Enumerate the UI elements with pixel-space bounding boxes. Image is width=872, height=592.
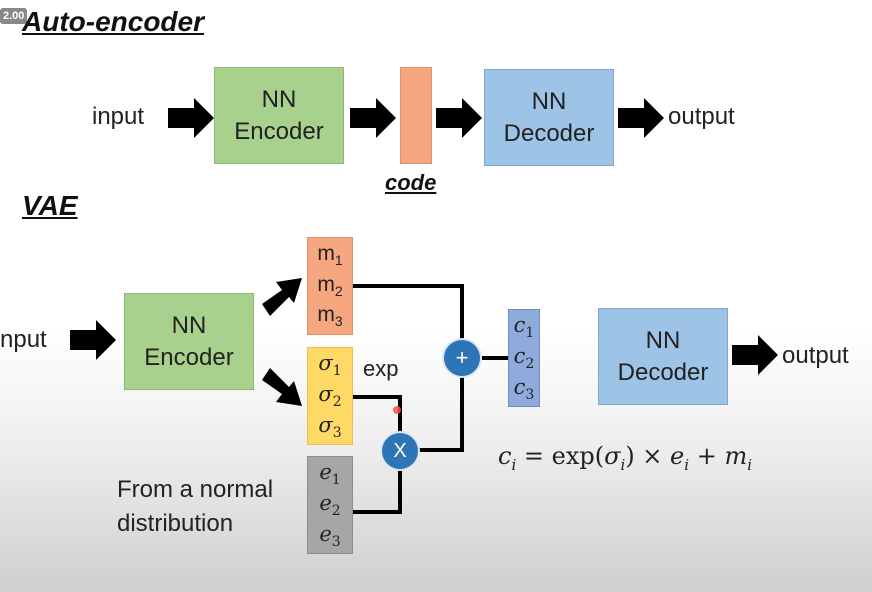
noise-2: e2 bbox=[319, 490, 341, 520]
ae-output-label: output bbox=[668, 103, 735, 130]
latent-2: c2 bbox=[513, 343, 535, 373]
normal-line1: From a normal bbox=[117, 476, 274, 503]
ae-decoder-line2: Decoder bbox=[503, 119, 595, 147]
vae-arrow-to-sigma bbox=[262, 368, 302, 406]
mean-3: m3 bbox=[317, 303, 343, 330]
line-sigma-to-times bbox=[353, 395, 402, 432]
ae-arrow-encoder-code bbox=[350, 98, 396, 138]
vae-arrow-to-mean bbox=[262, 278, 302, 316]
vae-decoder-box: NN Decoder bbox=[598, 308, 728, 405]
normal-line2: distribution bbox=[117, 510, 234, 537]
ae-code-bar bbox=[400, 67, 432, 164]
vae-decoder-line2: Decoder bbox=[617, 358, 709, 386]
times-operator: X bbox=[380, 431, 420, 471]
noise-stack: e1 e2 e3 bbox=[307, 456, 353, 554]
latent-3: c3 bbox=[513, 374, 535, 404]
noise-1: e1 bbox=[319, 459, 341, 489]
ae-input-label: input bbox=[92, 103, 145, 130]
ae-arrow-code-decoder bbox=[436, 98, 482, 138]
autoencoder-title: Auto-encoder bbox=[22, 6, 204, 37]
vae-title: VAE bbox=[22, 190, 78, 221]
vae-output-label: output bbox=[782, 342, 849, 369]
sigma-3: σ3 bbox=[318, 412, 342, 442]
line-mean-to-plus bbox=[353, 284, 464, 342]
vae-encoder-line1: NN bbox=[171, 312, 207, 340]
mean-2: m2 bbox=[317, 272, 343, 300]
cursor-dot bbox=[393, 406, 401, 414]
reparam-formula: ci = exp(σi) × ei + mi bbox=[498, 442, 753, 474]
normal-distribution-label: From a normal distribution bbox=[117, 476, 273, 538]
vae-encoder-box: NN Encoder bbox=[124, 293, 254, 390]
sigma-stack: σ1 σ2 σ3 bbox=[307, 347, 353, 445]
noise-3: e3 bbox=[319, 521, 341, 551]
ae-decoder-line1: NN bbox=[531, 88, 567, 116]
latent-1: c1 bbox=[513, 312, 535, 342]
vae-arrow-input bbox=[70, 320, 116, 360]
mean-stack: m1 m2 m3 bbox=[307, 237, 353, 335]
ae-encoder-box: NN Encoder bbox=[214, 67, 344, 164]
plus-operator: + bbox=[442, 338, 482, 378]
vae-decoder-line1: NN bbox=[645, 327, 681, 355]
ae-encoder-line2: Encoder bbox=[234, 117, 324, 145]
vae-arrow-output bbox=[732, 335, 778, 375]
ae-decoder-box: NN Decoder bbox=[484, 69, 614, 166]
vae-encoder-line2: Encoder bbox=[144, 343, 234, 371]
vae-input-label: nput bbox=[0, 326, 47, 353]
ae-arrow-input bbox=[168, 98, 214, 138]
line-times-to-plus bbox=[419, 374, 464, 452]
sigma-1: σ1 bbox=[318, 350, 342, 380]
line-noise-to-times bbox=[353, 468, 402, 514]
ae-arrow-output bbox=[618, 98, 664, 138]
sigma-2: σ2 bbox=[318, 381, 342, 411]
latent-stack: c1 c2 c3 bbox=[508, 309, 540, 407]
ae-code-label: code bbox=[385, 170, 437, 195]
mean-1: m1 bbox=[317, 242, 343, 269]
exp-label: exp bbox=[363, 356, 399, 381]
zoom-badge: 2.00 bbox=[0, 8, 28, 24]
ae-encoder-line1: NN bbox=[261, 86, 297, 114]
